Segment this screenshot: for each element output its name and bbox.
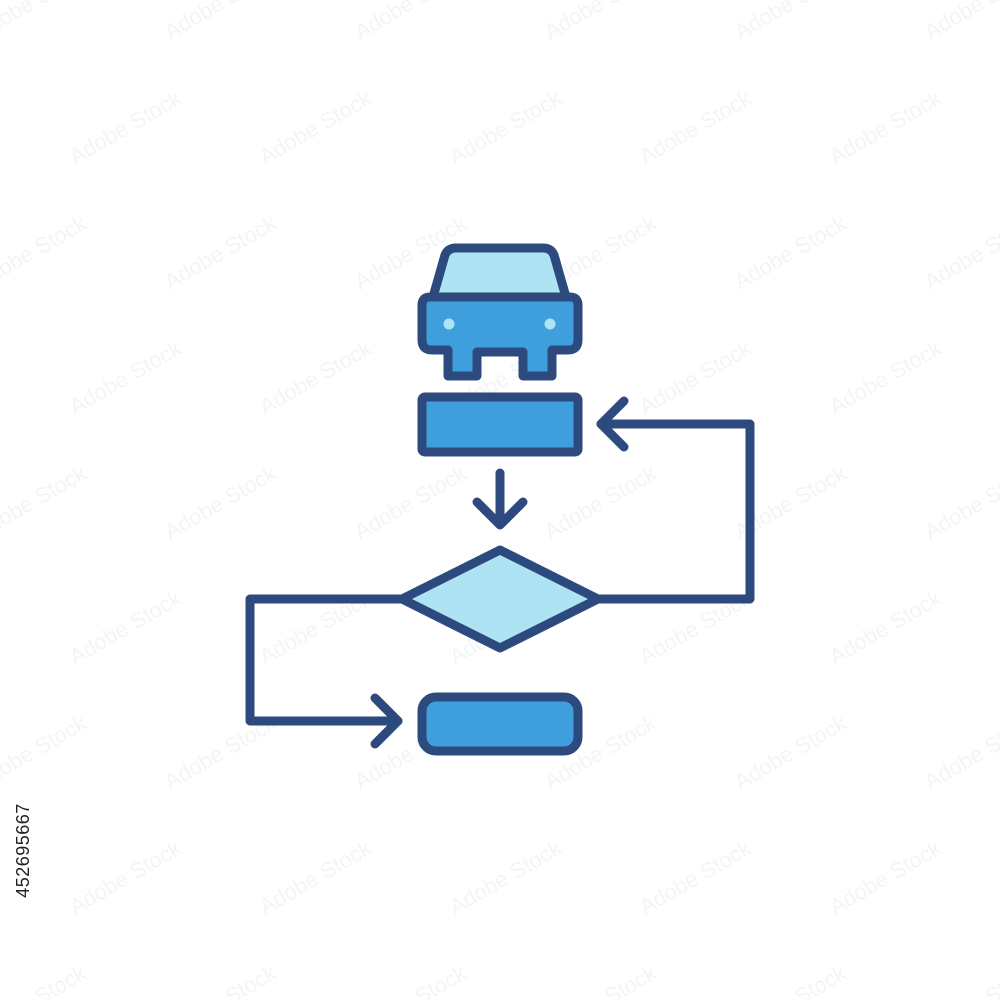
car-icon	[417, 243, 583, 381]
connector-left	[245, 594, 407, 749]
stock-id-text: 452695667	[12, 802, 33, 898]
stock-id-label: 452695667	[6, 760, 40, 940]
car-headlight-right	[544, 318, 556, 330]
loop-connector-right	[593, 396, 755, 604]
car-body	[417, 292, 583, 381]
car-headlight-left	[443, 318, 455, 330]
process-box-top	[417, 392, 583, 457]
decision-diamond	[397, 545, 603, 653]
car-cabin	[428, 243, 571, 302]
process-box-bottom	[417, 692, 583, 756]
down-arrow-icon	[472, 468, 528, 530]
